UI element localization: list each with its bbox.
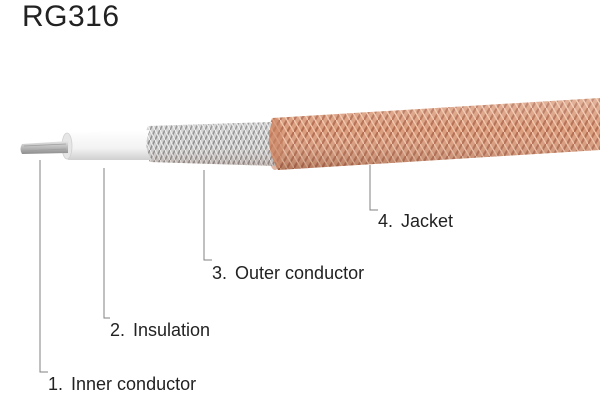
label-inner-conductor: 1. Inner conductor [48, 374, 196, 395]
label-number: 2. [110, 320, 126, 340]
outer-conductor-section [144, 122, 276, 166]
label-text: Insulation [133, 320, 211, 340]
inner-conductor-section [20, 141, 68, 154]
label-insulation: 2. Insulation [110, 320, 210, 341]
insulation-section [61, 130, 152, 160]
jacket-section [267, 98, 600, 170]
page-title: RG316 [22, 0, 120, 33]
label-number: 3. [212, 263, 228, 283]
leader-line-insulation [103, 168, 110, 319]
label-number: 4. [378, 211, 394, 231]
leader-lines [39, 160, 378, 373]
label-text: Outer conductor [235, 263, 365, 283]
label-jacket: 4. Jacket [378, 211, 453, 232]
label-text: Inner conductor [71, 374, 197, 394]
label-outer-conductor: 3. Outer conductor [212, 263, 364, 284]
leader-line-inner-conductor [39, 160, 48, 373]
leader-line-jacket [369, 165, 378, 211]
label-number: 1. [48, 374, 64, 394]
label-text: Jacket [401, 211, 454, 231]
leader-line-outer-conductor [203, 170, 212, 261]
